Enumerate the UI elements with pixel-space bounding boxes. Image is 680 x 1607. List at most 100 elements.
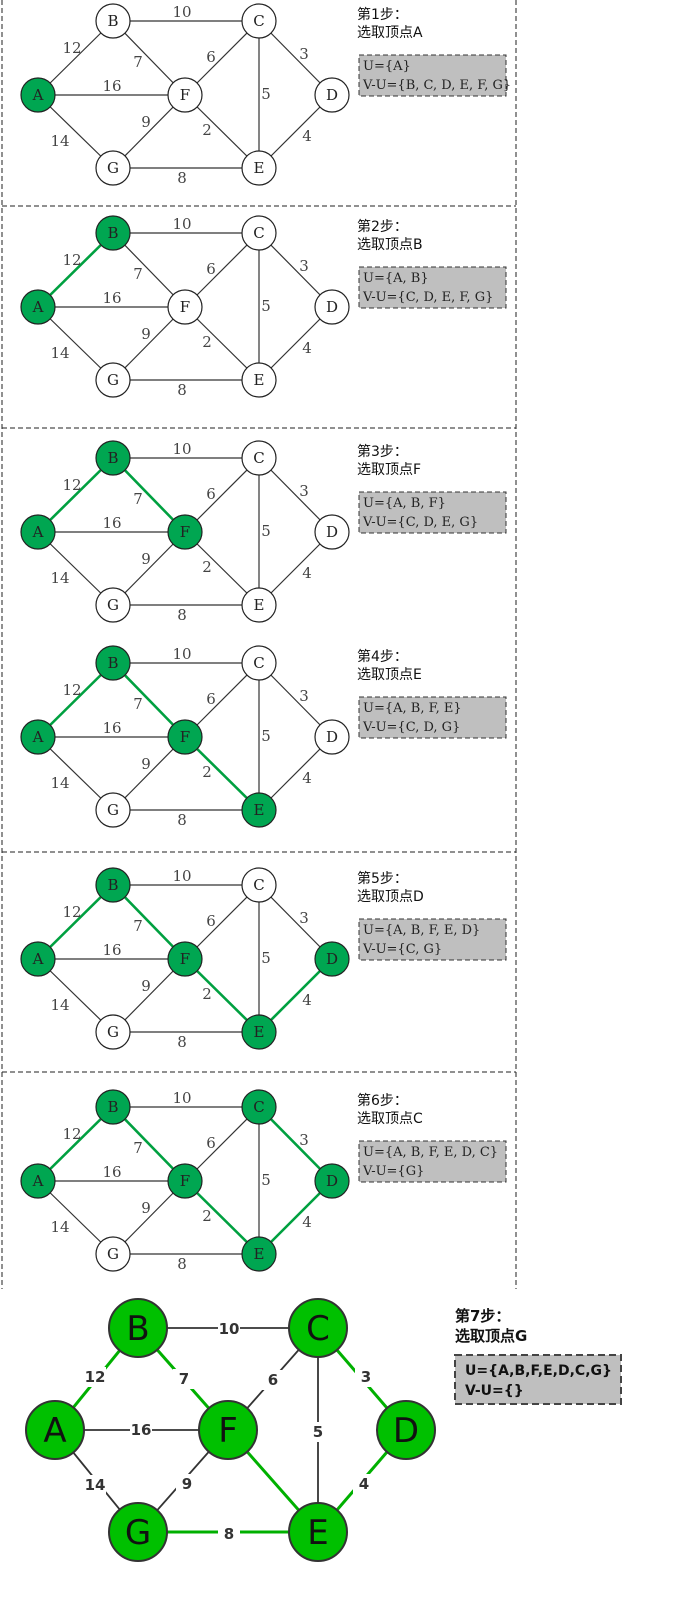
edge-weight-F-G: 9 xyxy=(141,113,151,131)
final-weight-bg xyxy=(218,1524,240,1544)
node-C xyxy=(241,3,277,39)
final-node-B xyxy=(108,1298,168,1358)
edge-weight-G-E: 8 xyxy=(177,169,187,187)
edge-weight-B-C: 10 xyxy=(172,3,191,21)
node-label-E: E xyxy=(254,1023,265,1041)
edge-weight-C-E: 5 xyxy=(261,522,271,540)
edge-weight-B-F: 7 xyxy=(133,490,143,508)
edge-weight-G-E: 8 xyxy=(177,1033,187,1051)
node-label-E: E xyxy=(254,596,265,614)
edge-weight-C-F: 6 xyxy=(206,912,216,930)
u-set-text: U={A, B, F, E, D, C} xyxy=(363,1145,498,1160)
edge-weight-C-F: 6 xyxy=(206,690,216,708)
node-A xyxy=(20,1163,56,1199)
edge-weight-F-G: 9 xyxy=(141,325,151,343)
edge-weight-B-F: 7 xyxy=(133,265,143,283)
vu-set-text: V-U={C, D, E, F, G} xyxy=(362,290,493,305)
u-set-text: U={A} xyxy=(363,59,411,74)
final-vu-set-text: V-U={} xyxy=(465,1383,524,1399)
step-subtitle: 选取顶点F xyxy=(357,462,421,478)
edge-weight-A-G: 14 xyxy=(50,344,69,362)
set-info-box xyxy=(358,1140,507,1183)
node-D xyxy=(314,1163,350,1199)
node-label-B: B xyxy=(107,449,118,467)
node-label-C: C xyxy=(253,449,264,467)
final-weight-bg xyxy=(307,1422,329,1442)
edge-weight-F-E: 2 xyxy=(202,763,212,781)
edge-weight-B-F: 7 xyxy=(133,53,143,71)
vu-set-text: V-U={G} xyxy=(362,1164,424,1179)
edge-weight-A-F: 16 xyxy=(102,719,121,737)
final-u-set-text: U={A,B,F,E,D,C,G} xyxy=(465,1363,612,1379)
node-E xyxy=(241,150,277,186)
node-label-C: C xyxy=(253,654,264,672)
node-label-D: D xyxy=(326,86,338,104)
final-weight-bg xyxy=(176,1474,198,1494)
edge-weight-B-C: 10 xyxy=(172,215,191,233)
final-edge-weight-F-G: 9 xyxy=(182,1475,192,1493)
final-weight-bg xyxy=(84,1367,106,1387)
edge-weight-F-E: 2 xyxy=(202,333,212,351)
final-edge-weight-C-E: 5 xyxy=(313,1423,323,1441)
edge-weight-A-F: 16 xyxy=(102,1163,121,1181)
final-node-label-D: D xyxy=(393,1411,419,1451)
edge-weight-C-E: 5 xyxy=(261,297,271,315)
set-info-box xyxy=(358,491,507,534)
edge-weight-C-E: 5 xyxy=(261,949,271,967)
node-G xyxy=(95,362,131,398)
node-label-E: E xyxy=(254,801,265,819)
node-label-F: F xyxy=(180,298,190,316)
step-subtitle: 选取顶点D xyxy=(357,889,424,905)
final-node-E xyxy=(288,1502,348,1562)
node-F xyxy=(167,289,203,325)
final-edge-weight-G-E: 8 xyxy=(224,1525,234,1543)
edge-weight-C-D: 3 xyxy=(299,1131,309,1149)
node-B xyxy=(95,3,131,39)
edge-weight-D-E: 4 xyxy=(302,339,312,357)
node-label-E: E xyxy=(254,371,265,389)
final-node-D xyxy=(376,1400,436,1460)
final-edge-weight-A-F: 16 xyxy=(131,1421,152,1439)
edge-weight-D-E: 4 xyxy=(302,564,312,582)
node-G xyxy=(95,150,131,186)
edge-weight-D-E: 4 xyxy=(302,1213,312,1231)
final-set-info-box xyxy=(454,1354,622,1405)
final-edge-weight-C-F: 6 xyxy=(268,1371,278,1389)
final-weight-bg xyxy=(218,1319,240,1339)
edge-weight-A-G: 14 xyxy=(50,996,69,1014)
edge-weight-A-B: 12 xyxy=(62,39,81,57)
node-C xyxy=(241,867,277,903)
node-C xyxy=(241,215,277,251)
edge-weight-A-G: 14 xyxy=(50,132,69,150)
edge-weight-B-C: 10 xyxy=(172,1089,191,1107)
node-label-D: D xyxy=(326,1172,338,1190)
vu-set-text: V-U={C, D, E, G} xyxy=(362,515,478,530)
set-info-box xyxy=(358,696,507,739)
edge-weight-D-E: 4 xyxy=(302,991,312,1009)
node-label-G: G xyxy=(107,596,119,614)
step-title: 第2步： xyxy=(357,218,408,235)
edge-weight-B-F: 7 xyxy=(133,1139,143,1157)
final-weight-bg xyxy=(130,1420,152,1440)
edge-weight-A-B: 12 xyxy=(62,251,81,269)
node-label-E: E xyxy=(254,1245,265,1263)
edge-weight-C-F: 6 xyxy=(206,485,216,503)
node-A xyxy=(20,77,56,113)
node-D xyxy=(314,514,350,550)
edge-weight-G-E: 8 xyxy=(177,606,187,624)
edge-weight-A-F: 16 xyxy=(102,77,121,95)
node-label-G: G xyxy=(107,159,119,177)
edge-weight-C-D: 3 xyxy=(299,482,309,500)
edge-weight-B-F: 7 xyxy=(133,917,143,935)
node-label-C: C xyxy=(253,1098,264,1116)
edge-weight-F-E: 2 xyxy=(202,121,212,139)
final-node-A xyxy=(25,1400,85,1460)
node-label-A: A xyxy=(32,950,44,968)
node-label-D: D xyxy=(326,298,338,316)
edge-weight-A-G: 14 xyxy=(50,569,69,587)
edge-weight-C-E: 5 xyxy=(261,1171,271,1189)
